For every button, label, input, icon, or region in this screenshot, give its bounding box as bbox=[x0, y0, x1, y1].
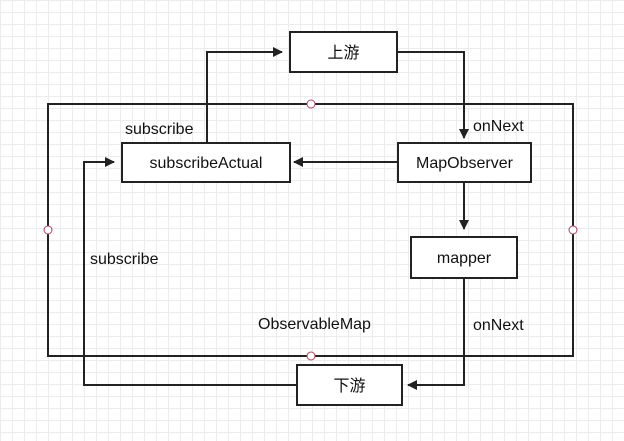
container-top-handle bbox=[306, 99, 316, 109]
node-mapper: mapper bbox=[410, 236, 518, 279]
container-right-handle bbox=[568, 225, 578, 235]
node-map-observer-label: MapObserver bbox=[416, 155, 514, 172]
node-downstream: 下游 bbox=[296, 364, 403, 406]
container-left-handle bbox=[43, 225, 53, 235]
node-mapper-label: mapper bbox=[437, 250, 492, 267]
node-map-observer: MapObserver bbox=[397, 142, 532, 183]
node-subscribe-actual-label: subscribeActual bbox=[150, 155, 263, 172]
edge-label-subscribe-top: subscribe bbox=[125, 121, 194, 138]
edge-label-subscribe-left: subscribe bbox=[90, 251, 159, 268]
node-upstream-label: 上游 bbox=[327, 43, 359, 62]
container-bottom-handle bbox=[306, 351, 316, 361]
edge-mapper-onnext-to-downstream bbox=[407, 278, 465, 390]
node-subscribe-actual: subscribeActual bbox=[121, 142, 291, 183]
edge-label-onnext-bottom: onNext bbox=[473, 317, 524, 334]
edge-upstream-onnext bbox=[398, 51, 469, 139]
node-downstream-label: 下游 bbox=[333, 376, 365, 395]
node-upstream: 上游 bbox=[289, 31, 398, 73]
edge-label-onnext-top: onNext bbox=[473, 118, 524, 135]
container-label: ObservableMap bbox=[258, 316, 371, 333]
edge-subscribe-to-upstream bbox=[206, 47, 283, 150]
edge-downstream-subscribe bbox=[83, 157, 297, 386]
